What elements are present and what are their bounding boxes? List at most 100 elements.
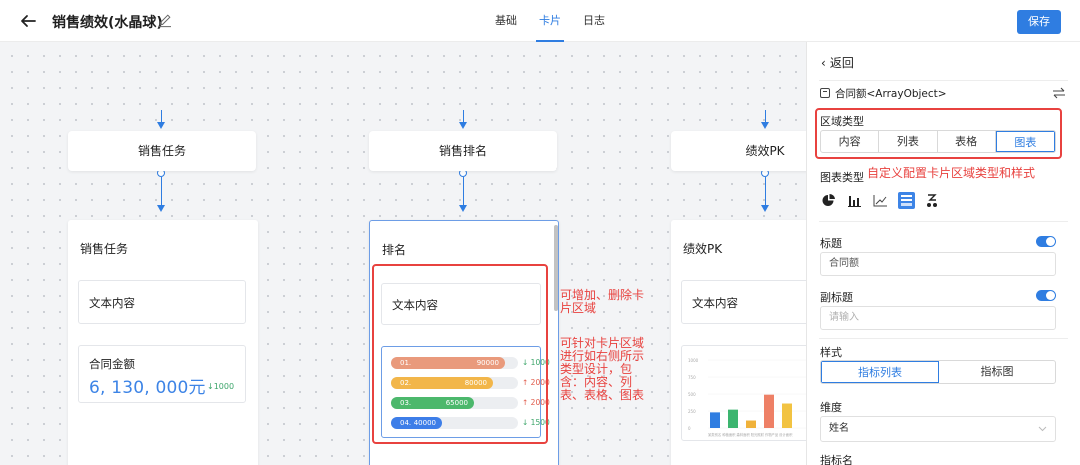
- ranking-bar-track: 04.40000: [391, 417, 518, 429]
- mini-chart-bar: [710, 412, 720, 428]
- annotation-custom-design: 可针对卡片区域进行如右侧所示类型设计，包含：内容、列表、表格、图表: [560, 336, 645, 402]
- ranking-bar: 04.40000: [391, 417, 442, 429]
- subtitle-toggle[interactable]: [1036, 290, 1056, 301]
- arrow-head-icon: [459, 205, 467, 212]
- region-type-list[interactable]: 列表: [879, 131, 938, 152]
- flow-node-performance-pk[interactable]: 绩效PK: [671, 131, 806, 171]
- ranking-rank: 02.: [400, 379, 412, 387]
- title-input[interactable]: 合同额: [820, 252, 1056, 276]
- ranking-change: ↑ 2000: [522, 398, 550, 407]
- y-tick-label: 250: [688, 409, 696, 414]
- text-content-block[interactable]: 文本内容: [681, 280, 806, 324]
- card-title: 销售任务: [80, 242, 129, 256]
- chevron-down-icon: [1038, 426, 1047, 432]
- arrow-head-icon: [157, 122, 165, 129]
- ranking-change: ↑ 2000: [522, 378, 550, 387]
- style-selector[interactable]: 指标列表 指标图: [820, 360, 1056, 384]
- connector-line: [161, 110, 162, 122]
- number-card-icon[interactable]: [898, 192, 915, 209]
- connector-line: [765, 110, 766, 122]
- mini-chart-bar: [728, 409, 738, 428]
- card-title: 绩效PK: [683, 242, 723, 256]
- region-type-chart[interactable]: 图表: [995, 131, 1055, 152]
- ranking-change: ↓ 1500: [522, 418, 550, 427]
- ranking-change: ↓ 1000: [522, 358, 550, 367]
- ranking-bar-track: 02. 80000: [391, 377, 518, 389]
- text-content-block[interactable]: 文本内容: [381, 283, 541, 325]
- page-title: 销售绩效(水晶球): [52, 15, 163, 31]
- metric-block[interactable]: 合同金额 6, 130, 000元 ↓1000: [78, 345, 246, 403]
- object-type-icon: [820, 88, 830, 98]
- chevron-left-icon: ‹: [821, 56, 826, 70]
- flow-node-sales-ranking[interactable]: 销售排名: [369, 131, 557, 171]
- title-toggle[interactable]: [1036, 236, 1056, 247]
- highlight-card-regions: [372, 264, 548, 444]
- ranking-row: 01. 90000 ↓ 1000: [391, 357, 550, 369]
- flow-node-sales-task[interactable]: 销售任务: [68, 131, 256, 171]
- divider: [819, 80, 1068, 81]
- card-scrollbar[interactable]: [554, 225, 558, 311]
- metric-change: ↓1000: [207, 382, 235, 391]
- subtitle-input[interactable]: 请输入: [820, 306, 1056, 330]
- back-arrow-icon[interactable]: [18, 11, 38, 31]
- dimension-select[interactable]: 姓名: [820, 416, 1056, 442]
- ranking-rank: 01.: [400, 359, 412, 367]
- panel-back-label: 返回: [829, 56, 854, 70]
- tab-bar: 基础 卡片 日志: [484, 0, 616, 42]
- save-button[interactable]: 保存: [1017, 10, 1061, 34]
- bar-chart-icon[interactable]: [846, 192, 863, 209]
- text-content-block[interactable]: 文本内容: [78, 280, 246, 324]
- y-tick-label: 1000: [688, 358, 699, 363]
- tab-card[interactable]: 卡片: [528, 0, 572, 42]
- style-title: 样式: [820, 346, 842, 359]
- connector-line: [765, 177, 766, 205]
- ranking-row: 04.40000 ↓ 1500: [391, 417, 550, 429]
- pie-chart-icon[interactable]: [820, 192, 837, 209]
- ranking-bar-track: 03.65000: [391, 397, 518, 409]
- arrow-head-icon: [157, 205, 165, 212]
- x-axis-label: 某类别名 种植面积 森林面积 阳光照射 作物产品 设计面积: [708, 432, 793, 437]
- connector-line: [161, 177, 162, 205]
- metric-label: 合同金额: [89, 357, 135, 371]
- edit-pencil-icon[interactable]: [157, 12, 173, 28]
- tab-log[interactable]: 日志: [583, 14, 605, 27]
- arrow-head-icon: [761, 122, 769, 129]
- chart-type-title: 图表类型: [820, 171, 864, 184]
- card-sales-task[interactable]: 销售任务 文本内容 合同金额 6, 130, 000元 ↓1000: [68, 220, 258, 465]
- region-type-table[interactable]: 表格: [938, 131, 996, 152]
- arrow-head-icon: [761, 205, 769, 212]
- ranking-bar: 03.65000: [391, 397, 474, 409]
- top-bar: 销售绩效(水晶球) 基础 卡片 日志 保存: [0, 0, 1080, 42]
- dimension-value: 姓名: [829, 423, 849, 434]
- settings-panel: ‹返回 合同额<ArrayObject> 区域类型 内容 列表 表格 图表 图表…: [806, 42, 1080, 465]
- ranking-row: 03.65000 ↑ 2000: [391, 397, 550, 409]
- divider: [819, 338, 1068, 339]
- ranking-value: 80000: [464, 379, 487, 387]
- panel-back-button[interactable]: ‹返回: [821, 54, 854, 71]
- swap-icon[interactable]: [1052, 87, 1066, 99]
- mini-chart-bar: [764, 394, 774, 428]
- style-metric-chart[interactable]: 指标图: [980, 365, 1014, 378]
- connector-line: [463, 177, 464, 205]
- region-type-selector[interactable]: 内容 列表 表格 图表: [820, 130, 1056, 153]
- ranking-list-block[interactable]: 01. 90000 ↓ 1000 02. 80000 ↑ 2000 03.65000 ↑ 20…: [381, 346, 550, 438]
- region-type-title: 区域类型: [820, 115, 864, 128]
- style-metric-list[interactable]: 指标列表: [821, 361, 939, 383]
- arrow-head-icon: [459, 122, 467, 129]
- mini-chart-bar: [746, 420, 756, 428]
- mini-chart-bar: [782, 403, 792, 428]
- region-type-content[interactable]: 内容: [821, 131, 880, 152]
- tab-basic[interactable]: 基础: [495, 14, 517, 27]
- gauge-icon[interactable]: [924, 192, 941, 209]
- annotation-chart-type: 自定义配置卡片区域类型和样式: [867, 166, 1036, 180]
- flow-canvas[interactable]: 销售任务 销售排名 绩效PK 销售任务 文本内容 合同金额 6, 130, 00…: [0, 42, 806, 465]
- metric-name-title: 指标名: [820, 454, 853, 465]
- ranking-value: 90000: [476, 359, 499, 367]
- line-chart-icon[interactable]: [872, 192, 889, 209]
- title-field-label: 标题: [820, 237, 842, 250]
- ranking-bar: 01. 90000: [391, 357, 505, 369]
- ranking-rank: 04.: [400, 419, 412, 427]
